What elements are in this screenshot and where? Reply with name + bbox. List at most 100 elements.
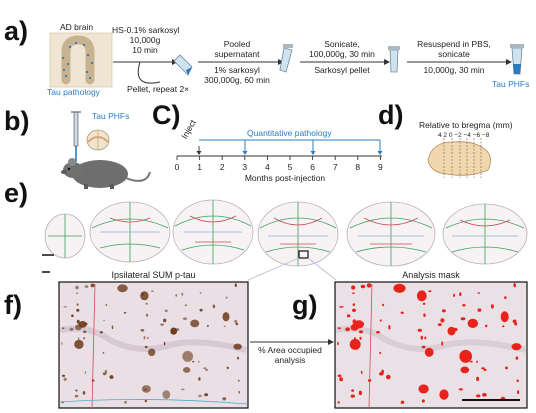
ptau-inclusion [83,330,87,334]
ptau-inclusion [99,331,103,334]
timeline-tick-label: 5 [288,162,293,172]
ptau-inclusion [162,390,171,399]
mask-region [459,292,462,297]
ptau-inclusion [226,366,229,369]
mask-region [421,399,425,403]
ptau-inclusion [123,311,127,314]
mask-region [505,366,508,370]
step4-below-label: 10,000g, 30 min [423,65,485,75]
mask-region [339,306,344,308]
mask-region [453,293,456,297]
mask-region [460,317,466,321]
ptau-inclusion [207,324,209,327]
mask-region [458,388,463,391]
mask-region [418,292,422,296]
ptau-inclusion [61,342,63,345]
ptau-inclusion [144,345,148,349]
ptau-inclusion [235,322,239,326]
ptau-inclusion [163,341,166,346]
panel-label-d: d) [378,100,404,130]
step2-below-label-2: 300,000g, 60 min [204,75,270,85]
mask-region [382,303,385,307]
mask-region [352,308,356,312]
ptau-inclusion [160,323,164,326]
mask-region [367,379,372,382]
timeline-tick-label: 6 [310,162,315,172]
mask-region [482,393,487,397]
ptau-inclusion [75,389,78,392]
ptau-inclusion [76,292,79,294]
mask-region [516,379,519,383]
mask-region [460,366,470,374]
tau-phfs-label-a: Tau PHFs [492,79,530,89]
ptau-inclusion [61,401,64,404]
ptau-inclusion [124,400,127,404]
ptau-inclusion [222,312,230,322]
mask-region [400,311,404,314]
mask-region [477,308,482,312]
mask-region [416,290,427,302]
ptau-inclusion [198,377,201,381]
mask-region [349,338,361,350]
mask-region [439,389,449,400]
mask-region [437,323,442,326]
panel-label-b: b) [4,106,30,136]
ptau-inclusion [190,319,200,328]
mask-region [379,351,382,355]
mask-region [337,341,339,346]
step3-below-label: Sarkosyl pellet [314,65,370,75]
tube-2 [279,44,293,73]
quant-arrows [242,140,383,155]
ptau-inclusion [175,294,177,297]
quant-pathology-label: Quantitative pathology [247,128,332,138]
ptau-inclusion [147,336,149,339]
mask-region [337,327,341,330]
mask-region [386,374,391,380]
mask-region [360,284,366,289]
sagittal-brain-icon [427,141,491,176]
ptau-inclusion [69,327,74,331]
ptau-inclusion [163,318,167,323]
ptau-inclusion [184,304,188,307]
ptau-inclusion [141,292,145,296]
step3-above-label-1: Sonicate, [324,39,360,49]
mask-region [388,325,391,330]
ptau-inclusion [75,285,79,290]
ptau-inclusion [76,303,79,306]
timeline-tick-label: 0 [175,162,180,172]
mask-region [424,336,427,340]
mask-region [417,328,422,332]
ptau-inclusion [102,351,105,354]
panel-label-c: C) [152,100,181,130]
ptau-inclusion [222,397,227,401]
ptau-inclusion [183,367,191,373]
mask-region [515,356,519,360]
mask-region [462,303,466,307]
ptau-inclusion [199,292,202,294]
step1-label-3: 10 min [132,45,158,55]
step1-label-1: HS-0.1% sarkosyl [112,25,180,35]
ptau-inclusion [84,285,89,288]
panel-label-e: e) [4,178,29,208]
mask-region [420,335,423,340]
mask-region [359,336,362,340]
mask-region [440,318,445,323]
timeline-tick-label: 8 [355,162,360,172]
panel-g-title: Analysis mask [402,270,460,280]
ptau-inclusion [203,367,207,369]
ptau-inclusion [71,314,74,318]
mask-region [513,283,516,288]
ptau-inclusion [199,308,203,312]
ptau-inclusion [164,309,168,313]
mask-region [337,374,342,378]
step1-label-2: 10,000g [129,35,161,45]
mask-region [351,285,356,290]
ptau-inclusion [146,313,149,317]
mask-region [421,345,426,349]
ptau-inclusion [62,327,65,329]
ptau-inclusion [117,284,128,293]
